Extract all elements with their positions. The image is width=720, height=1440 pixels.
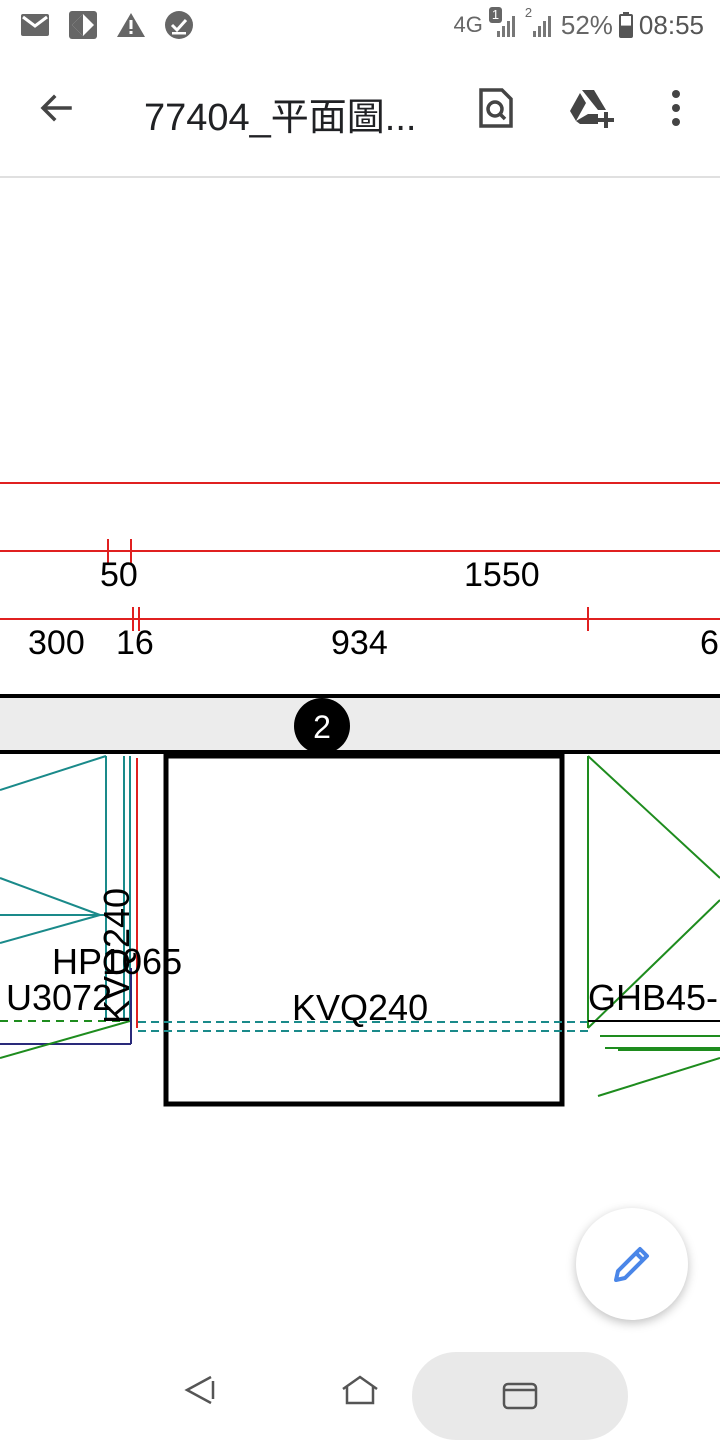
document-title: 77404_平面圖... [144,97,417,139]
battery-icon [618,12,633,38]
sim1-signal-icon: 1 [488,7,519,39]
center-appliance-box [163,753,565,1107]
nav-recents-icon [502,1382,538,1410]
green-diagonal-left [0,1020,131,1059]
status-right: 4G 1 2 52% 08:55 [453,5,704,42]
dimension-label-300: 300 [28,624,85,662]
right-cabinet [587,755,720,1097]
dimension-label-6: 6 [700,624,719,662]
add-to-drive-button[interactable] [562,78,622,138]
floor-plan-drawing[interactable]: 50 1550 300 16 934 6 2 [0,178,720,1338]
label-hp1065: HP1065 [52,941,182,982]
find-in-document-button[interactable] [466,78,526,138]
label-u3072: U3072 [6,977,112,1018]
floor-plan-svg: 50 1550 300 16 934 6 2 [0,482,720,1107]
arrow-left-icon [40,94,72,122]
axis-marker-label: 2 [313,709,331,745]
sim2-signal-icon: 2 [525,5,555,39]
wall-band [0,694,720,754]
document-search-icon [479,88,513,128]
nav-home-button[interactable] [330,1352,390,1428]
nav-recents-button[interactable] [412,1352,628,1440]
warning-icon [116,10,146,40]
check-circle-icon [164,10,194,40]
nav-back-icon [184,1375,215,1405]
dimension-label-50: 50 [100,556,138,594]
gmail-icon [20,10,50,40]
nav-back-button[interactable] [170,1352,230,1428]
dimension-label-16: 16 [116,624,154,662]
axis-marker [294,698,350,754]
pencil-icon [614,1247,649,1282]
clock: 08:55 [638,9,704,40]
dimension-label-934: 934 [331,624,388,662]
battery-percent: 52% [560,9,613,40]
label-kvq240-center: KVQ240 [292,987,428,1028]
dimension-label-1550: 1550 [464,556,540,594]
edit-fab-button[interactable] [576,1208,688,1320]
status-bar: 4G 1 2 52% 08:55 [0,0,720,50]
more-options-button[interactable] [646,78,706,138]
add-to-drive-icon [570,90,614,128]
app-bar: 77404_平面圖... [0,50,720,178]
app-icon [68,10,98,40]
label-ghb45: GHB45- [588,977,718,1018]
nav-home-icon [342,1375,378,1405]
back-button[interactable] [26,78,86,138]
network-type: 4G [453,12,483,37]
label-kvq240-vertical: KVQ240 [96,888,137,1024]
more-vert-icon [672,90,680,126]
navigation-bar [0,1340,720,1440]
